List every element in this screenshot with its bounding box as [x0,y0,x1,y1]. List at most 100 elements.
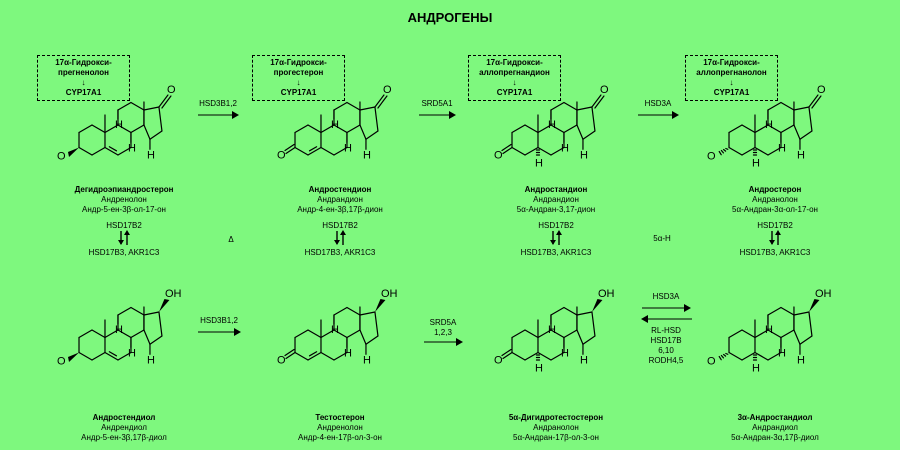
c3-ketone [284,143,295,152]
ring-bond [754,124,769,134]
srd5a-line: 1,2,3 [434,328,452,337]
ring-bond [333,101,348,111]
precursor-line: прогестерон [273,68,324,77]
bottom-1-name: Андростендиол [92,413,156,422]
oxygen-label: O [817,84,826,96]
ring-bond [550,306,565,316]
c17-ketone [811,95,822,109]
hydrogen-c5: H [752,363,760,375]
hydrogen-c5: H [535,363,543,375]
ring-bond [307,124,322,134]
ring-bond [576,311,593,316]
precursor-box-3: 17α-Гидрокси-аллопрегнандион↓CYP17A1 [468,55,561,101]
hash-bond [720,354,725,359]
top-1-name: Дегидроэпиандростерон [74,185,174,194]
wedge-bond [591,299,603,312]
hydrogen-c14: H [580,149,588,161]
hydrogen-c9: H [115,119,123,131]
hydrogen-c8: H [128,143,136,155]
arrow-hsd3a-top-label: HSD3A [644,99,672,108]
reversible-arrow-2 [334,230,346,245]
ring-bond [143,106,160,111]
ring-bond [333,329,348,339]
ring-bond [808,311,813,337]
ring-bond [117,146,132,156]
hash-bond [723,353,727,357]
up-enzyme-3: HSD17B2 [538,221,574,230]
top-1-iupac-name: Андр-5-ен-3β-ол-17-он [82,205,166,214]
ring-bond [149,335,163,345]
oxygen-label: O [277,150,286,162]
ring-bond [563,101,578,111]
hash-bond [725,352,729,355]
precursor-line: ↓ [81,78,86,87]
ring-bond [524,329,539,339]
ring-bond [728,146,743,156]
diagram-title: АНДРОГЕНЫ [407,10,493,25]
ring-bond [524,146,539,156]
ring-bond [537,146,552,156]
ring-bond [799,335,813,345]
down-enzymes-2: HSD17B3, AKR1C3 [304,248,376,257]
hydroxyl-label: HO [707,356,716,368]
ring-bond [320,124,335,134]
reversible-arrow-3 [550,230,562,245]
bottom-4-iupac-name: 5α-Андран-3α,17β-диол [731,433,819,442]
ring-bond [294,351,309,361]
ring-bond [104,329,119,339]
molecule-bottom-4: OHHOHHHH [707,288,832,375]
ring-bond [563,329,578,339]
precursor-line: CYP17A1 [65,88,102,97]
top-3-iupac-name: 5α-Андран-3,17-дион [516,205,596,214]
c17-ketone [158,94,169,108]
ring-bond [117,329,132,339]
ring-bond [294,124,309,134]
ring-bond [537,124,552,134]
ring-bond [91,124,106,134]
ring-bond [754,146,769,156]
ring-bond [149,130,163,140]
ring-bond [130,329,145,339]
hash-bond [725,147,729,150]
ring-bond [78,329,93,339]
ring-bond [78,146,93,156]
precursor-line: CYP17A1 [280,88,317,97]
arrow-hsd3a-top [638,111,679,119]
hash-bond [723,148,727,152]
ring-bond [359,311,376,316]
double-bond [108,146,118,152]
arrow-hsd3b-top-label: HSD3B1,2 [199,99,237,108]
wedge-bond [158,299,170,312]
hydroxyl-label: HO [57,151,66,163]
ring-bond [524,351,539,361]
ring-bond [346,124,361,134]
back-enzyme-line: 6,10 [658,346,674,355]
c17-ketone [377,95,388,109]
bottom-1-trivial-name: Андрендиол [101,423,147,432]
ring-bond [359,106,376,111]
ring-bond [374,311,379,337]
top-2-iupac-name: Андр-4-ен-3β,17β-дион [297,205,383,214]
c17-ketone [808,94,819,108]
bottom-4-trivial-name: Андрандиол [752,423,798,432]
five-alpha-label: 5α-H [653,234,671,243]
hydrogen-c14: H [147,354,155,366]
back-enzyme-line: RODH4,5 [648,356,684,365]
ring-bond [104,351,119,361]
ring-bond [511,329,526,339]
ring-bond [728,329,743,339]
ring-bond [793,329,801,345]
precursor-line: прегненолон [58,68,109,77]
oxygen-label: O [383,84,392,96]
hydrogen-c9: H [331,119,339,131]
ring-bond [582,130,596,140]
ring-bond [78,351,93,361]
precursor-line: CYP17A1 [713,88,750,97]
hydrogen-c14: H [363,354,371,366]
ring-bond [563,124,578,134]
hydrogen-c9: H [331,324,339,336]
